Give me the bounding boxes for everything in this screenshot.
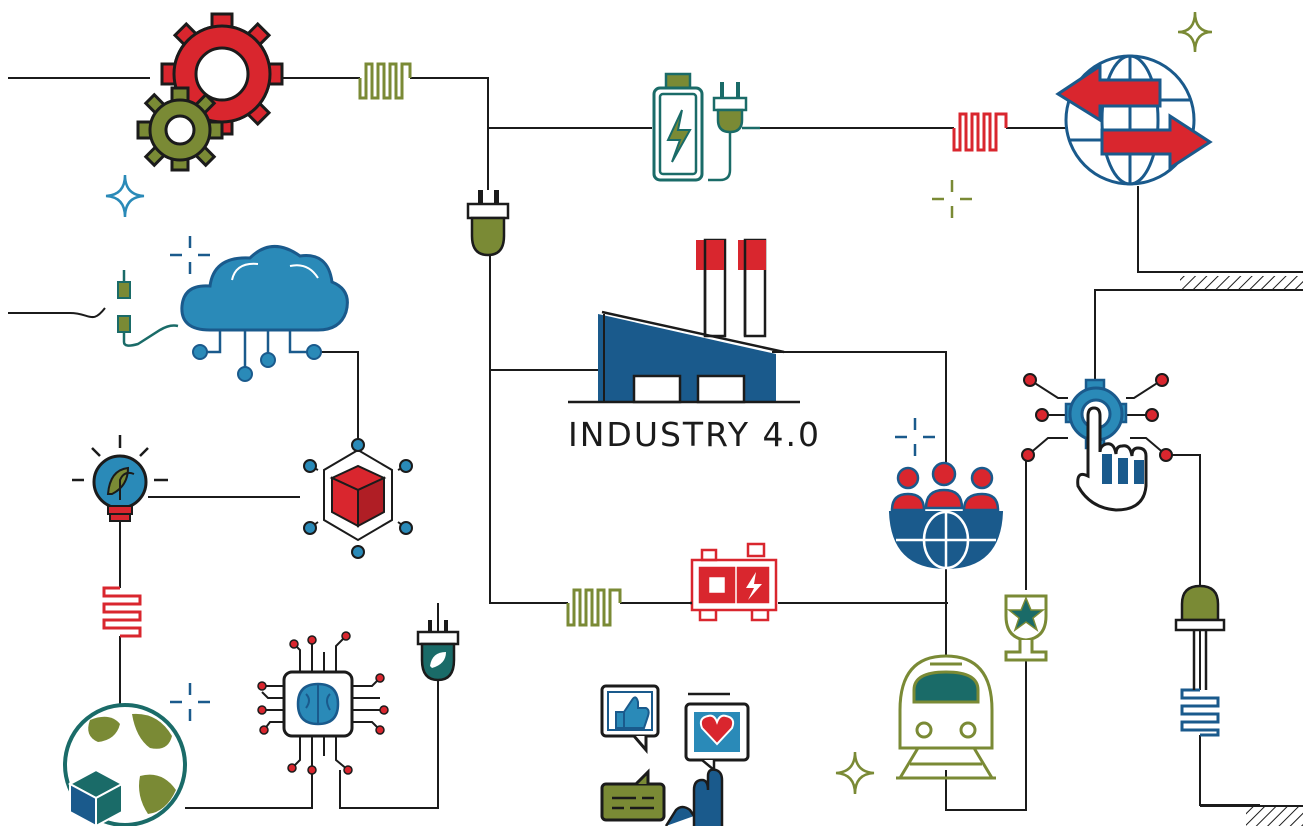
generator-icon xyxy=(690,542,778,622)
train-icon xyxy=(896,654,996,780)
factory-icon xyxy=(568,238,800,404)
connector-lines xyxy=(8,77,1303,811)
package-network-icon xyxy=(303,438,413,559)
social-chat-icon xyxy=(600,684,750,826)
sparkle-icon xyxy=(835,751,875,795)
eco-plug-icon xyxy=(416,620,460,682)
sparkle-icons xyxy=(105,11,1213,795)
ground-hatch xyxy=(1180,276,1303,826)
earth-delivery-icon xyxy=(63,703,187,826)
coil-olive-mid xyxy=(566,588,622,627)
power-plug-icon xyxy=(466,190,510,257)
coil-olive-top xyxy=(358,62,412,100)
lightbulb-leaf-icon xyxy=(72,435,168,522)
award-trophy-icon xyxy=(1004,594,1048,662)
sparkle-icon xyxy=(105,174,145,218)
sparkle-icon xyxy=(1177,11,1213,53)
coil-blue-right xyxy=(1180,688,1220,737)
gears-icon xyxy=(136,12,284,172)
coil-red-left xyxy=(102,586,142,638)
globe-arrows-icon xyxy=(1055,54,1213,186)
battery-plug-icon xyxy=(652,72,760,182)
people-globe-icon xyxy=(888,461,1004,570)
coil-red-top xyxy=(952,112,1008,152)
page-title: INDUSTRY 4.0 xyxy=(568,415,821,454)
crosshair-icons xyxy=(170,180,972,721)
touch-gear-icon xyxy=(1021,360,1173,512)
cloud-network-icon xyxy=(117,245,349,382)
ai-chip-icon xyxy=(257,631,389,775)
led-icon xyxy=(1174,584,1226,690)
